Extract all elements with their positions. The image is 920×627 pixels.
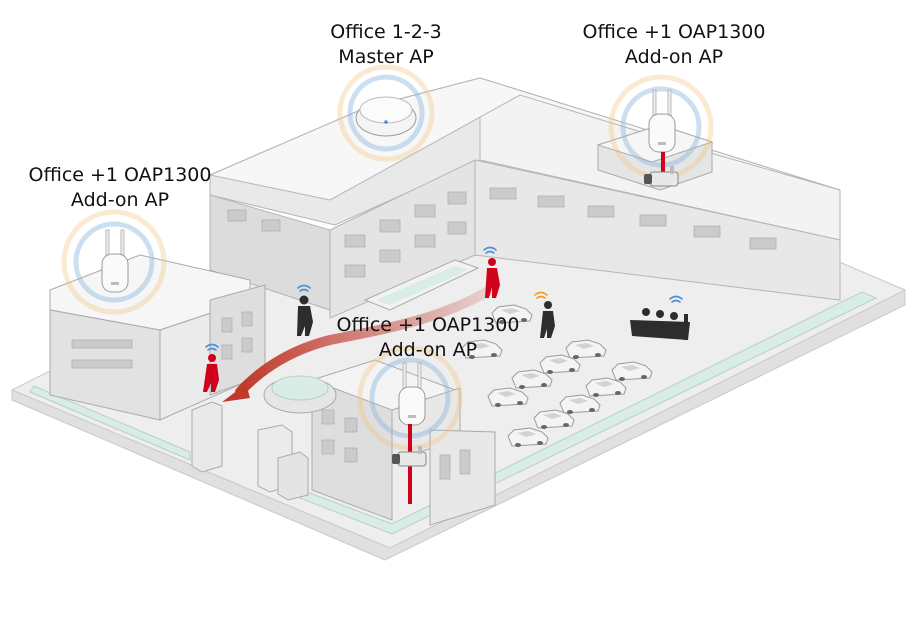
roaming-path-arrow: [222, 285, 495, 402]
signal-halo-master: [337, 64, 435, 162]
master-ap-device: [355, 96, 417, 137]
addon-ap-label-left-line1: Office +1 OAP1300: [28, 164, 212, 186]
signal-halo-left: [61, 209, 167, 315]
left-building: [49, 254, 266, 473]
addon-ap-label-center-line2: Add-on AP: [378, 339, 478, 361]
person-red-1: [485, 258, 500, 298]
person-dark-1: [297, 295, 313, 336]
addon-ap-label-left-line2: Add-on AP: [70, 189, 170, 211]
planter: [363, 259, 480, 311]
person-dark-2: [540, 301, 555, 338]
wifi-icon: [205, 246, 683, 351]
master-ap-label-line1: Office 1-2-3: [330, 21, 442, 43]
addon-ap-label-top-right-line2: Add-on AP: [624, 46, 724, 68]
bench-group: [630, 308, 690, 340]
addon-ap-label-top-right-line1: Office +1 OAP1300: [582, 21, 766, 43]
fountain: [263, 375, 337, 414]
master-ap-label-line2: Master AP: [338, 46, 434, 68]
oap1300-left: [101, 229, 129, 293]
master-ap-label: Office 1-2-3 Master AP: [316, 20, 456, 70]
addon-ap-label-left: Office +1 OAP1300 Add-on AP: [20, 163, 220, 213]
mount-pole-top-right: [661, 152, 665, 172]
addon-ap-label-center-line1: Office +1 OAP1300: [336, 314, 520, 336]
addon-ap-label-top-right: Office +1 OAP1300 Add-on AP: [574, 20, 774, 70]
oap1300-top-right: [648, 89, 676, 153]
addon-ap-label-center: Office +1 OAP1300 Add-on AP: [328, 313, 528, 363]
person-red-2: [203, 354, 219, 392]
